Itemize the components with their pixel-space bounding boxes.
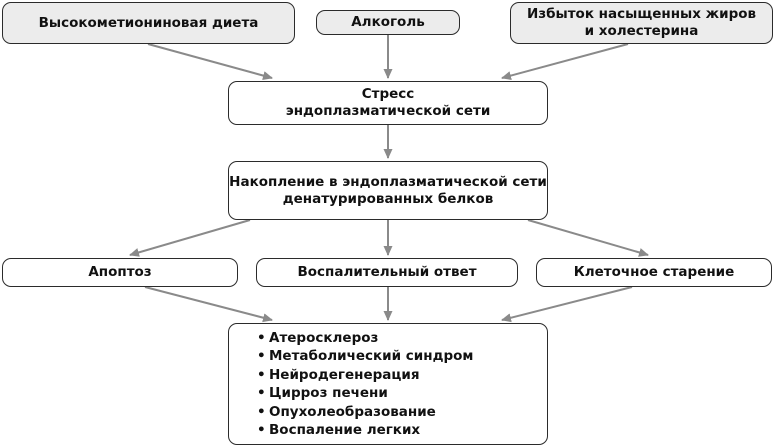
outcomes-list: Атеросклероз Метаболический синдром Нейр… [257, 329, 473, 440]
arrow-fats-to-stress [501, 43, 629, 80]
cause-high-methionine-diet: Высокометиониновая диета [2, 2, 295, 44]
outcome-item: Нейродегенерация [257, 366, 473, 385]
aging-label: Клеточное старение [573, 264, 735, 280]
accumulation-label-line1: Накопление в эндоплазматической сети [229, 173, 547, 190]
arrow-accumulation-to-apoptosis [129, 219, 251, 257]
outcome-item: Опухолеобразование [257, 403, 473, 422]
cause-saturated-fats-cholesterol: Избыток насыщенных жиров и холестерина [510, 2, 773, 44]
er-stress-box: Стресс эндоплазматической сети [228, 81, 548, 125]
outcome-item: Воспаление легких [257, 421, 473, 440]
apoptosis-label: Апоптоз [88, 264, 152, 280]
er-stress-label-line2: эндоплазматической сети [285, 103, 491, 119]
inflammation-label: Воспалительный ответ [297, 264, 477, 280]
arrow-apoptosis-to-outcomes [144, 286, 273, 323]
outcome-item: Цирроз печени [257, 384, 473, 403]
disease-outcomes-box: Атеросклероз Метаболический синдром Нейр… [228, 323, 548, 445]
cause-alcohol: Алкоголь [316, 10, 460, 35]
arrow-aging-to-outcomes [501, 286, 633, 323]
outcome-item: Метаболический синдром [257, 347, 473, 366]
cause-fats-label-line2: и холестерина [584, 23, 699, 39]
arrow-diet-to-stress [147, 43, 273, 80]
outcome-item: Атеросклероз [257, 329, 473, 348]
cause-fats-label-line1: Избыток насыщенных жиров [526, 6, 757, 22]
cause-diet-label: Высокометиониновая диета [38, 14, 259, 31]
response-apoptosis: Апоптоз [2, 258, 238, 287]
response-cellular-aging: Клеточное старение [536, 258, 772, 287]
protein-accumulation-box: Накопление в эндоплазматической сети ден… [228, 161, 548, 220]
er-stress-label-line1: Стресс [361, 86, 415, 102]
response-inflammation: Воспалительный ответ [256, 258, 518, 287]
cause-alcohol-label: Алкоголь [351, 14, 425, 30]
arrow-accumulation-to-aging [527, 219, 649, 257]
accumulation-label-line2: денатурированных белков [282, 190, 494, 207]
